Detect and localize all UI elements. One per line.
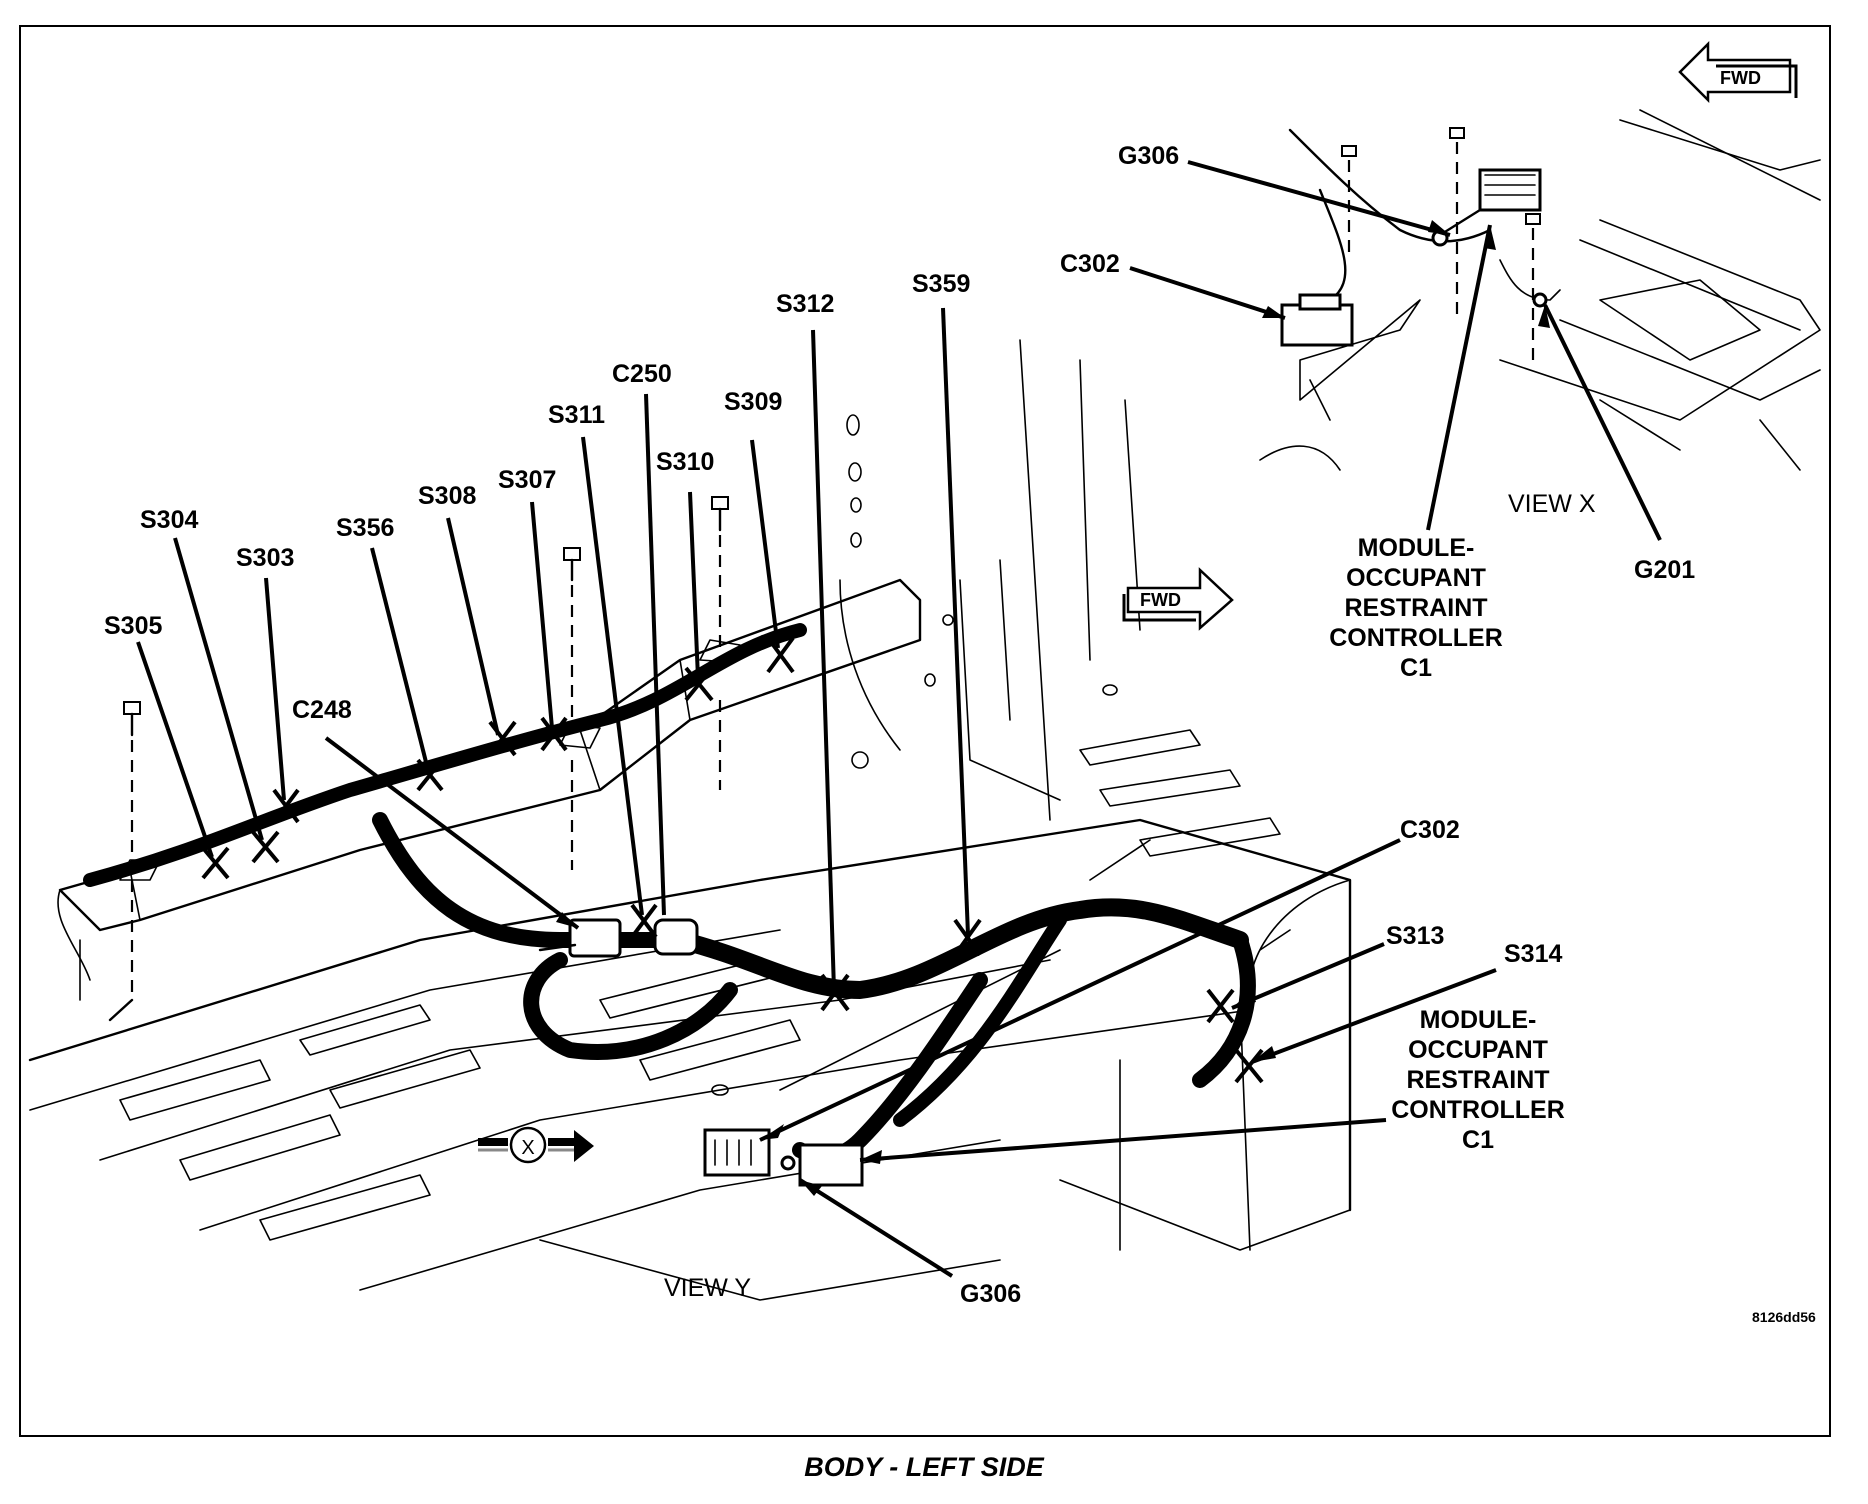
svg-text:MODULE-: MODULE- [1420,1006,1537,1034]
view-x-label: VIEW X [1508,490,1596,518]
splice-s313-mark [1206,988,1235,1024]
view-y-label: VIEW Y [664,1274,751,1302]
label-s304: S304 [140,506,198,534]
module-label-main: MODULE- OCCUPANT RESTRAINT CONTROLLER C1 [1391,1006,1565,1154]
bolt-icon [1341,145,1357,260]
figure-id: 8126dd56 [1752,1309,1816,1325]
bolt-icon [711,496,729,790]
bolt-icon [108,701,141,1022]
label-c302-main: C302 [1400,816,1460,844]
fwd-main-label: FWD [1140,590,1181,610]
bolt-icon [563,547,581,870]
splice-s359-mark [953,918,982,957]
fwd-arrow-top-icon: FWD [1678,40,1798,104]
svg-text:MODULE-: MODULE- [1358,534,1475,562]
label-s313: S313 [1386,922,1444,950]
splice-s305-mark [201,846,230,880]
view-x-callout-arrow-icon: X [478,1126,594,1164]
bolts [108,127,1541,1022]
fwd-top-label: FWD [1720,68,1761,88]
splice-s308-mark [488,720,517,757]
svg-text:CONTROLLER: CONTROLLER [1391,1096,1565,1124]
bolt-icon [1525,213,1541,360]
svg-text:C1: C1 [1400,654,1432,682]
splice-s304-mark [251,830,280,864]
label-s311: S311 [548,401,605,429]
label-g201: G201 [1634,556,1695,584]
svg-text:OCCUPANT: OCCUPANT [1346,564,1486,592]
splice-s303-mark [272,788,300,824]
svg-text:RESTRAINT: RESTRAINT [1344,594,1487,622]
label-c302-top: C302 [1060,250,1120,278]
label-s308: S308 [418,482,476,510]
label-s303: S303 [236,544,294,572]
module-label-top: MODULE- OCCUPANT RESTRAINT CONTROLLER C1 [1329,534,1503,682]
diagram-frame [19,25,1831,1437]
svg-text:C1: C1 [1462,1126,1494,1154]
figure-caption: BODY - LEFT SIDE [804,1452,1045,1482]
splice-s310-mark [684,666,714,702]
label-s359: S359 [912,270,970,298]
label-g306-top: G306 [1118,142,1179,170]
label-s312: S312 [776,290,834,318]
leader-arrowheads [556,220,1550,1196]
splice-s309-mark [766,636,795,674]
label-s305: S305 [104,612,162,640]
label-s356: S356 [336,514,394,542]
view-callout-label: X [521,1137,534,1159]
leader-lines [136,160,1662,1278]
bolt-icon [1449,127,1465,320]
label-c248: C248 [292,696,352,724]
splice-s314-mark [1234,1048,1264,1084]
callout-labels: S305 S304 S303 S356 S308 S307 S311 C250 … [104,142,1695,1308]
label-c250: C250 [612,360,672,388]
label-g306-main: G306 [960,1280,1021,1308]
svg-text:RESTRAINT: RESTRAINT [1406,1066,1549,1094]
fwd-arrow-main-icon: FWD [1122,567,1234,631]
svg-text:CONTROLLER: CONTROLLER [1329,624,1503,652]
splice-s311-mark [630,903,658,939]
splice-s312-mark [820,973,850,1012]
splice-s307-mark [540,716,568,752]
splice-marks [201,636,1264,1084]
label-s307: S307 [498,466,556,494]
label-s309: S309 [724,388,782,416]
label-s310: S310 [656,448,714,476]
view-x-drawing [1259,109,1821,471]
svg-text:OCCUPANT: OCCUPANT [1408,1036,1548,1064]
label-s314: S314 [1504,940,1562,968]
splice-s356-mark [416,758,444,792]
